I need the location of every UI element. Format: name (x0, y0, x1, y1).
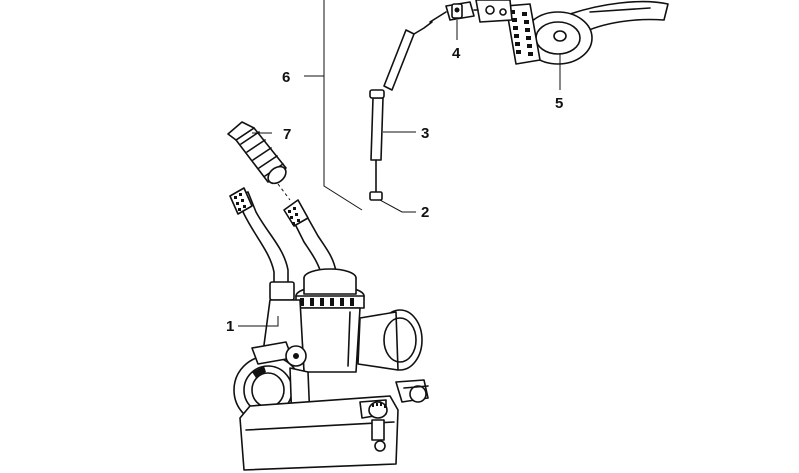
leader-6 (304, 0, 363, 211)
callout-2: 2 (421, 204, 429, 221)
rubber-cap-part (227, 121, 287, 185)
callout-5: 5 (555, 95, 563, 112)
carburetor-body-part (229, 187, 429, 471)
callout-7: 7 (283, 126, 291, 143)
callout-4: 4 (452, 45, 461, 62)
cable-adjuster-part (429, 1, 479, 23)
leader-2 (379, 199, 416, 213)
leader-1 (238, 316, 279, 327)
throttle-cable-part (369, 21, 433, 201)
throttle-twist-grip-part (475, 0, 669, 65)
callout-1: 1 (226, 318, 234, 335)
callout-3: 3 (421, 125, 429, 142)
callout-6: 6 (282, 69, 290, 86)
